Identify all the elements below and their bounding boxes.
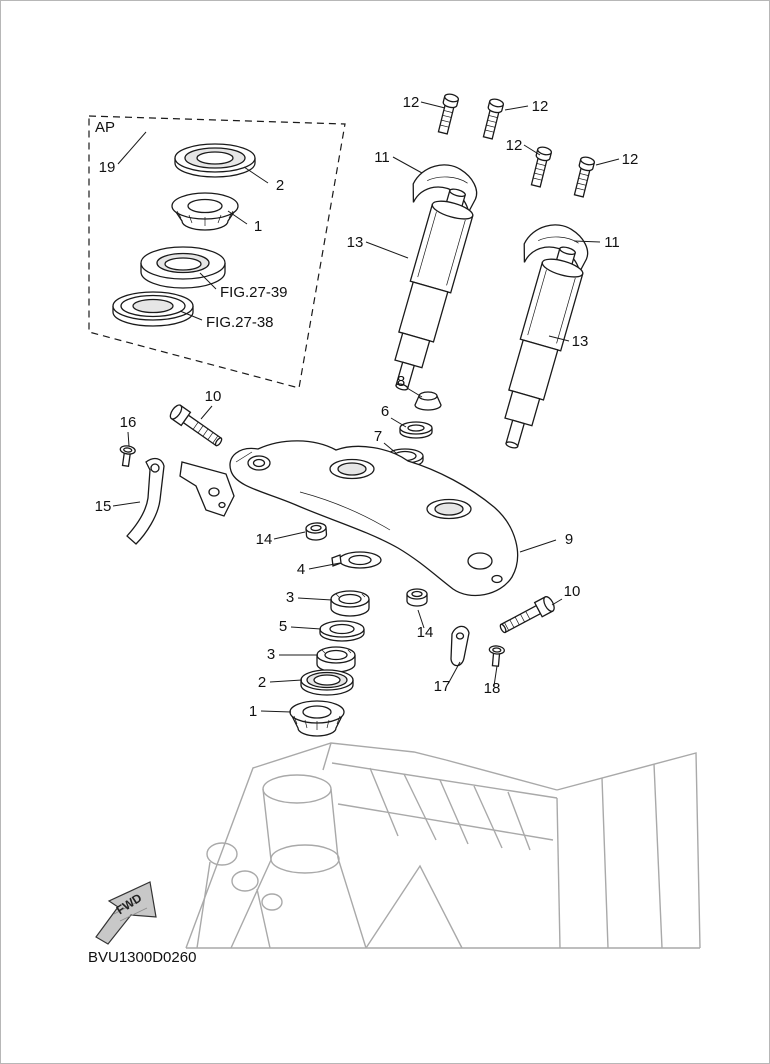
callout-18: 18 xyxy=(484,680,501,697)
callout-13-b: 13 xyxy=(572,333,589,350)
callout-5: 5 xyxy=(279,618,287,635)
callout-11-a: 11 xyxy=(374,149,390,166)
callout-10-a: 10 xyxy=(205,388,222,405)
fwd-arrow: FWD xyxy=(95,881,157,945)
callout-6: 6 xyxy=(381,403,389,420)
callout-13-a: 13 xyxy=(347,234,364,251)
callout-fig-27-39: FIG.27-39 xyxy=(220,284,288,301)
front-fork-right xyxy=(504,246,584,449)
callout-7: 7 xyxy=(374,428,382,445)
inset-lower-seal xyxy=(112,291,194,327)
callout-12-a: 12 xyxy=(403,94,420,111)
leader-lines xyxy=(112,101,620,713)
callout-8: 8 xyxy=(397,373,405,390)
callout-1-inset: 1 xyxy=(254,218,262,235)
callout-12-c: 12 xyxy=(506,137,523,154)
callout-12-b: 12 xyxy=(532,98,549,115)
inset-dashed-border xyxy=(88,115,346,389)
callout-19: 19 xyxy=(99,159,116,176)
ring-nut-upper xyxy=(330,590,370,617)
callout-3-a: 3 xyxy=(286,589,294,606)
inset-box xyxy=(88,115,346,389)
holder-bolt-3 xyxy=(528,145,553,189)
front-fork-left xyxy=(394,188,474,391)
callout-2-inset: 2 xyxy=(276,177,284,194)
flange-nut-right xyxy=(406,588,428,607)
holder-bolt-1 xyxy=(435,92,460,136)
holder-bolt-4 xyxy=(571,155,596,199)
ring-nut-lower xyxy=(316,646,356,673)
callout-1-main: 1 xyxy=(249,703,257,720)
pinch-bolt-right xyxy=(496,594,557,638)
callout-9: 9 xyxy=(565,531,573,548)
callout-12-d: 12 xyxy=(622,151,639,168)
upper-bracket xyxy=(229,440,519,597)
dust-seal-2 xyxy=(300,669,354,696)
callout-fig-27-38: FIG.27-38 xyxy=(206,314,274,331)
screw-18 xyxy=(487,644,506,668)
callout-4: 4 xyxy=(297,561,305,578)
callout-labels: AP 19 2 1 FIG.27-39 FIG.27-38 12 12 12 1… xyxy=(95,94,639,720)
callout-2-main: 2 xyxy=(258,674,266,691)
callout-15: 15 xyxy=(95,498,112,515)
holder-bolt-2 xyxy=(480,97,505,141)
callout-11-b: 11 xyxy=(604,234,620,251)
screw-16 xyxy=(117,444,137,468)
inset-label: AP xyxy=(95,119,115,136)
rubber-washer-5 xyxy=(319,620,365,642)
upper-bearing-1 xyxy=(289,700,345,737)
fwd-arrow-shape xyxy=(95,881,157,945)
washer-6 xyxy=(399,421,433,439)
stay-17 xyxy=(450,625,470,667)
callout-14-b: 14 xyxy=(417,624,434,641)
lock-washer-4 xyxy=(331,551,382,569)
inset-dust-seal xyxy=(174,143,256,178)
inset-upper-bearing xyxy=(171,192,239,231)
stay-bracket-15 xyxy=(126,457,235,545)
callout-10-b: 10 xyxy=(564,583,581,600)
pinch-bolt-left xyxy=(167,402,226,451)
frame-sketch xyxy=(185,742,701,949)
flange-nut-left xyxy=(305,521,328,542)
callout-17: 17 xyxy=(434,678,451,695)
callout-14-a: 14 xyxy=(256,531,273,548)
steering-stem-nut xyxy=(414,391,442,411)
callout-3-b: 3 xyxy=(267,646,275,663)
callout-16: 16 xyxy=(120,414,137,431)
inset-bearing-race xyxy=(140,246,226,289)
diagram-code: BVU1300D0260 xyxy=(88,949,196,966)
